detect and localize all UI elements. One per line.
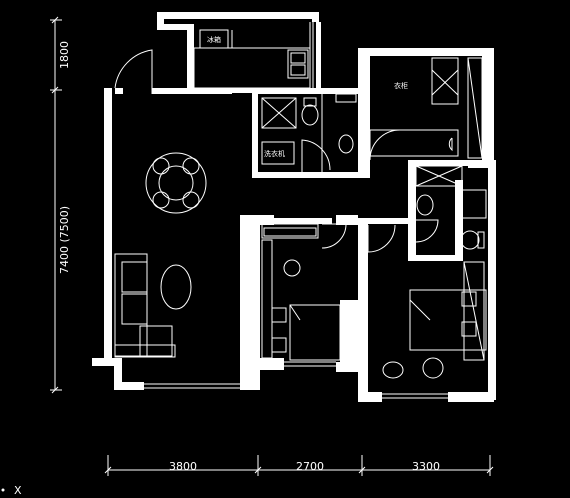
kitchen	[193, 22, 314, 89]
ensuite-basin-icon	[416, 194, 434, 216]
exterior-walls	[92, 12, 496, 402]
washer-icon	[261, 141, 295, 165]
dim-label-3300: 3300	[412, 460, 440, 473]
washer-label: 洗衣机	[264, 149, 285, 158]
basin-icon	[338, 134, 354, 154]
origin-dot	[1, 488, 5, 492]
wardrobe-label: 衣柜	[394, 81, 408, 90]
left-dimension	[50, 16, 62, 394]
coffee-table	[160, 264, 192, 310]
bath-door-icon	[301, 139, 331, 172]
sink-icon	[287, 49, 309, 79]
kitchen-door-icon	[114, 49, 153, 94]
master-bedroom	[369, 57, 483, 161]
ensuite-bathroom	[415, 165, 487, 250]
dim-label-2700: 2700	[296, 460, 324, 473]
middle-bathroom	[261, 93, 357, 172]
right-bedroom	[367, 224, 487, 379]
kids-bedroom	[243, 223, 347, 381]
kids-door-icon	[321, 223, 347, 249]
chair-icon	[283, 259, 301, 277]
sofa	[114, 253, 192, 358]
right-door-icon	[367, 224, 396, 253]
dining-table	[145, 152, 207, 214]
ensuite-toilet-icon	[460, 230, 480, 250]
dim-label-7400: 7400 (7500)	[58, 206, 71, 274]
fridge-label: 冰箱	[207, 35, 221, 44]
axis-marker: X	[14, 484, 22, 497]
dim-label-3800: 3800	[169, 460, 197, 473]
dim-label-1800: 1800	[58, 41, 71, 69]
windows	[105, 13, 495, 399]
toilet-icon	[301, 104, 319, 126]
bottom-dimension	[104, 455, 494, 476]
